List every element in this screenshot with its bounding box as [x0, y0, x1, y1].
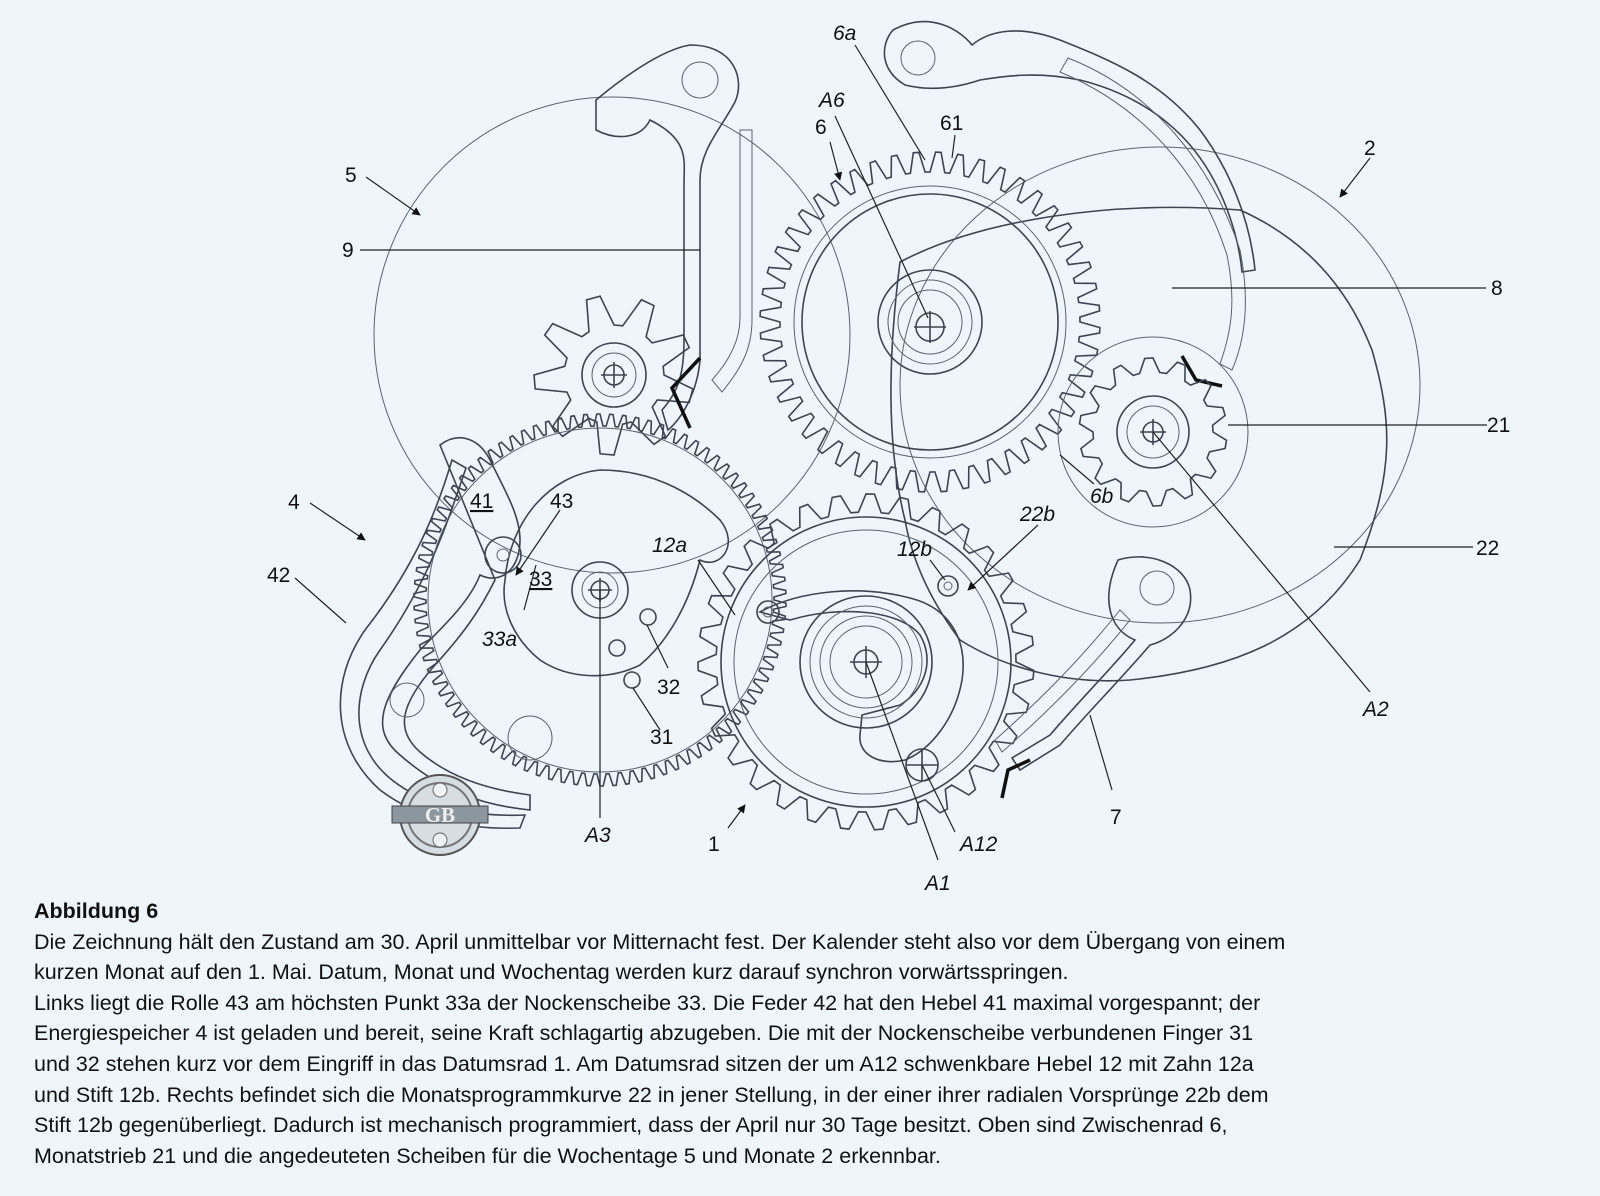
- weekday-disc-5: [373, 96, 851, 574]
- label-33a: 33a: [482, 628, 517, 651]
- month-lever: [883, 20, 1256, 273]
- jumper-spring-9: [595, 44, 740, 432]
- label-12b: 12b: [897, 538, 932, 561]
- gb-logo-text: GB: [425, 803, 455, 827]
- intermediate-wheel-6-rim: [793, 185, 1067, 459]
- weekday-star-cross: [601, 362, 627, 388]
- intermediate-wheel-6-hub: [877, 269, 983, 375]
- label-a3: A3: [583, 824, 611, 847]
- label-43: 43: [550, 490, 573, 513]
- roller-43: [484, 536, 522, 574]
- pivot-hole-9: [681, 61, 719, 99]
- label-2: 2: [1364, 137, 1376, 160]
- month-pinion-21-hub-ring: [1126, 405, 1180, 459]
- label-12a: 12a: [652, 534, 687, 557]
- caption-line: Energiespeicher 4 ist geladen und bereit…: [34, 1021, 1254, 1046]
- label-22b: 22b: [1019, 503, 1055, 526]
- lever-12: [757, 590, 964, 763]
- date-wheel-1-ring: [733, 529, 999, 795]
- date-wheel-1: [697, 493, 1035, 831]
- label-a2: A2: [1361, 698, 1389, 721]
- label-22: 22: [1476, 537, 1499, 560]
- label-41: 41: [470, 490, 493, 513]
- pin-12b-inner: [943, 581, 953, 591]
- mechanism-drawing: GB 5 9 4 42 6a A6 6: [267, 20, 1510, 895]
- caption-title: Abbildung 6: [34, 899, 159, 923]
- figure-caption: Abbildung 6 Die Zeichnung hält den Zusta…: [34, 896, 1584, 1171]
- cam-wheel-teeth: [413, 413, 787, 787]
- caption-line: Links liegt die Rolle 43 am höchsten Pun…: [34, 990, 1261, 1015]
- month-spring-arm: [1059, 57, 1246, 371]
- month-pinion-21-disc: [1057, 336, 1249, 528]
- weekday-jumper-tip: [669, 356, 702, 429]
- date-wheel-hub-ring: [829, 625, 903, 699]
- month-program-cam-22: [890, 206, 1388, 682]
- screw-12a: [756, 600, 780, 624]
- date-jumper-tip: [1000, 758, 1031, 799]
- cam-disc-33: [503, 469, 730, 677]
- label-6: 6: [815, 116, 827, 139]
- pivot-hole-upper: [900, 40, 936, 76]
- label-7: 7: [1110, 806, 1122, 829]
- month-jumper-tip: [1180, 355, 1223, 388]
- month-pinion-21-hub: [1116, 395, 1190, 469]
- weekday-star-hub-ring: [591, 352, 637, 398]
- roller-43-pin: [496, 548, 510, 562]
- caption-line: und Stift 12b. Rechts befindet sich die …: [34, 1082, 1269, 1107]
- label-33: 33: [529, 568, 552, 591]
- weekday-star-hub: [581, 342, 647, 408]
- spring-arm-9: [711, 129, 753, 393]
- label-a12: A12: [958, 833, 998, 856]
- intermediate-wheel-6-hub-ring: [887, 279, 973, 365]
- label-1: 1: [708, 833, 720, 856]
- date-wheel-hub: [799, 595, 933, 729]
- label-4: 4: [288, 491, 300, 514]
- intermediate-wheel-6-disc: [801, 193, 1059, 451]
- label-31: 31: [650, 726, 673, 749]
- axis-a6-cross: [914, 311, 946, 343]
- intermediate-wheel-6: [759, 151, 1101, 493]
- spring-42-hole: [507, 715, 553, 761]
- label-6b: 6b: [1090, 485, 1114, 508]
- finger-32: [639, 608, 657, 626]
- caption-line: kurzen Monat auf den 1. Mai. Datum, Mona…: [34, 960, 1069, 985]
- date-wheel-hub-ring: [809, 605, 923, 719]
- caption-line: Monatstrieb 21 und die angedeuteten Sche…: [34, 1143, 941, 1168]
- date-jumper-7-arm: [994, 609, 1131, 753]
- date-wheel-1-disc: [720, 516, 1012, 808]
- date-jumper-7-hole: [1139, 570, 1175, 606]
- leader-lines: [294, 44, 1487, 861]
- label-a6: A6: [817, 89, 845, 112]
- gb-logo: GB: [391, 774, 489, 856]
- date-jumper-7: [1010, 556, 1192, 772]
- month-disc-2: [899, 146, 1421, 624]
- month-pinion-21: [1078, 357, 1228, 507]
- caption-line: Stift 12b gegenüberliegt. Dadurch ist me…: [34, 1113, 1228, 1138]
- reference-labels: 5 9 4 42 6a A6 6 61 2 8 21 22 A2 6b 22b …: [267, 22, 1510, 895]
- date-wheel-hub-ring: [819, 615, 913, 709]
- energy-lever-41: [381, 436, 531, 811]
- caption-line: Die Zeichnung hält den Zustand am 30. Ap…: [34, 929, 1286, 954]
- patent-drawing: GB 5 9 4 42 6a A6 6: [267, 20, 1510, 895]
- label-a1: A1: [923, 872, 951, 895]
- caption-line: und 32 stehen kurz vor dem Eingriff in d…: [34, 1051, 1254, 1076]
- label-61: 61: [940, 112, 963, 135]
- label-8: 8: [1491, 277, 1503, 300]
- label-32: 32: [657, 676, 680, 699]
- pin-12b: [937, 575, 959, 597]
- spring-42: [339, 458, 527, 830]
- finger-pin: [608, 639, 626, 657]
- intermediate-wheel-6-hub-ring: [897, 289, 963, 355]
- finger-31: [623, 671, 641, 689]
- screw-12a-inner: [762, 606, 774, 618]
- label-5: 5: [345, 164, 357, 187]
- label-21: 21: [1487, 414, 1510, 437]
- spring-42-hole: [389, 682, 425, 718]
- label-9: 9: [342, 239, 354, 262]
- weekday-star-wheel: [533, 295, 694, 456]
- label-42: 42: [267, 564, 290, 587]
- label-6a: 6a: [833, 22, 856, 45]
